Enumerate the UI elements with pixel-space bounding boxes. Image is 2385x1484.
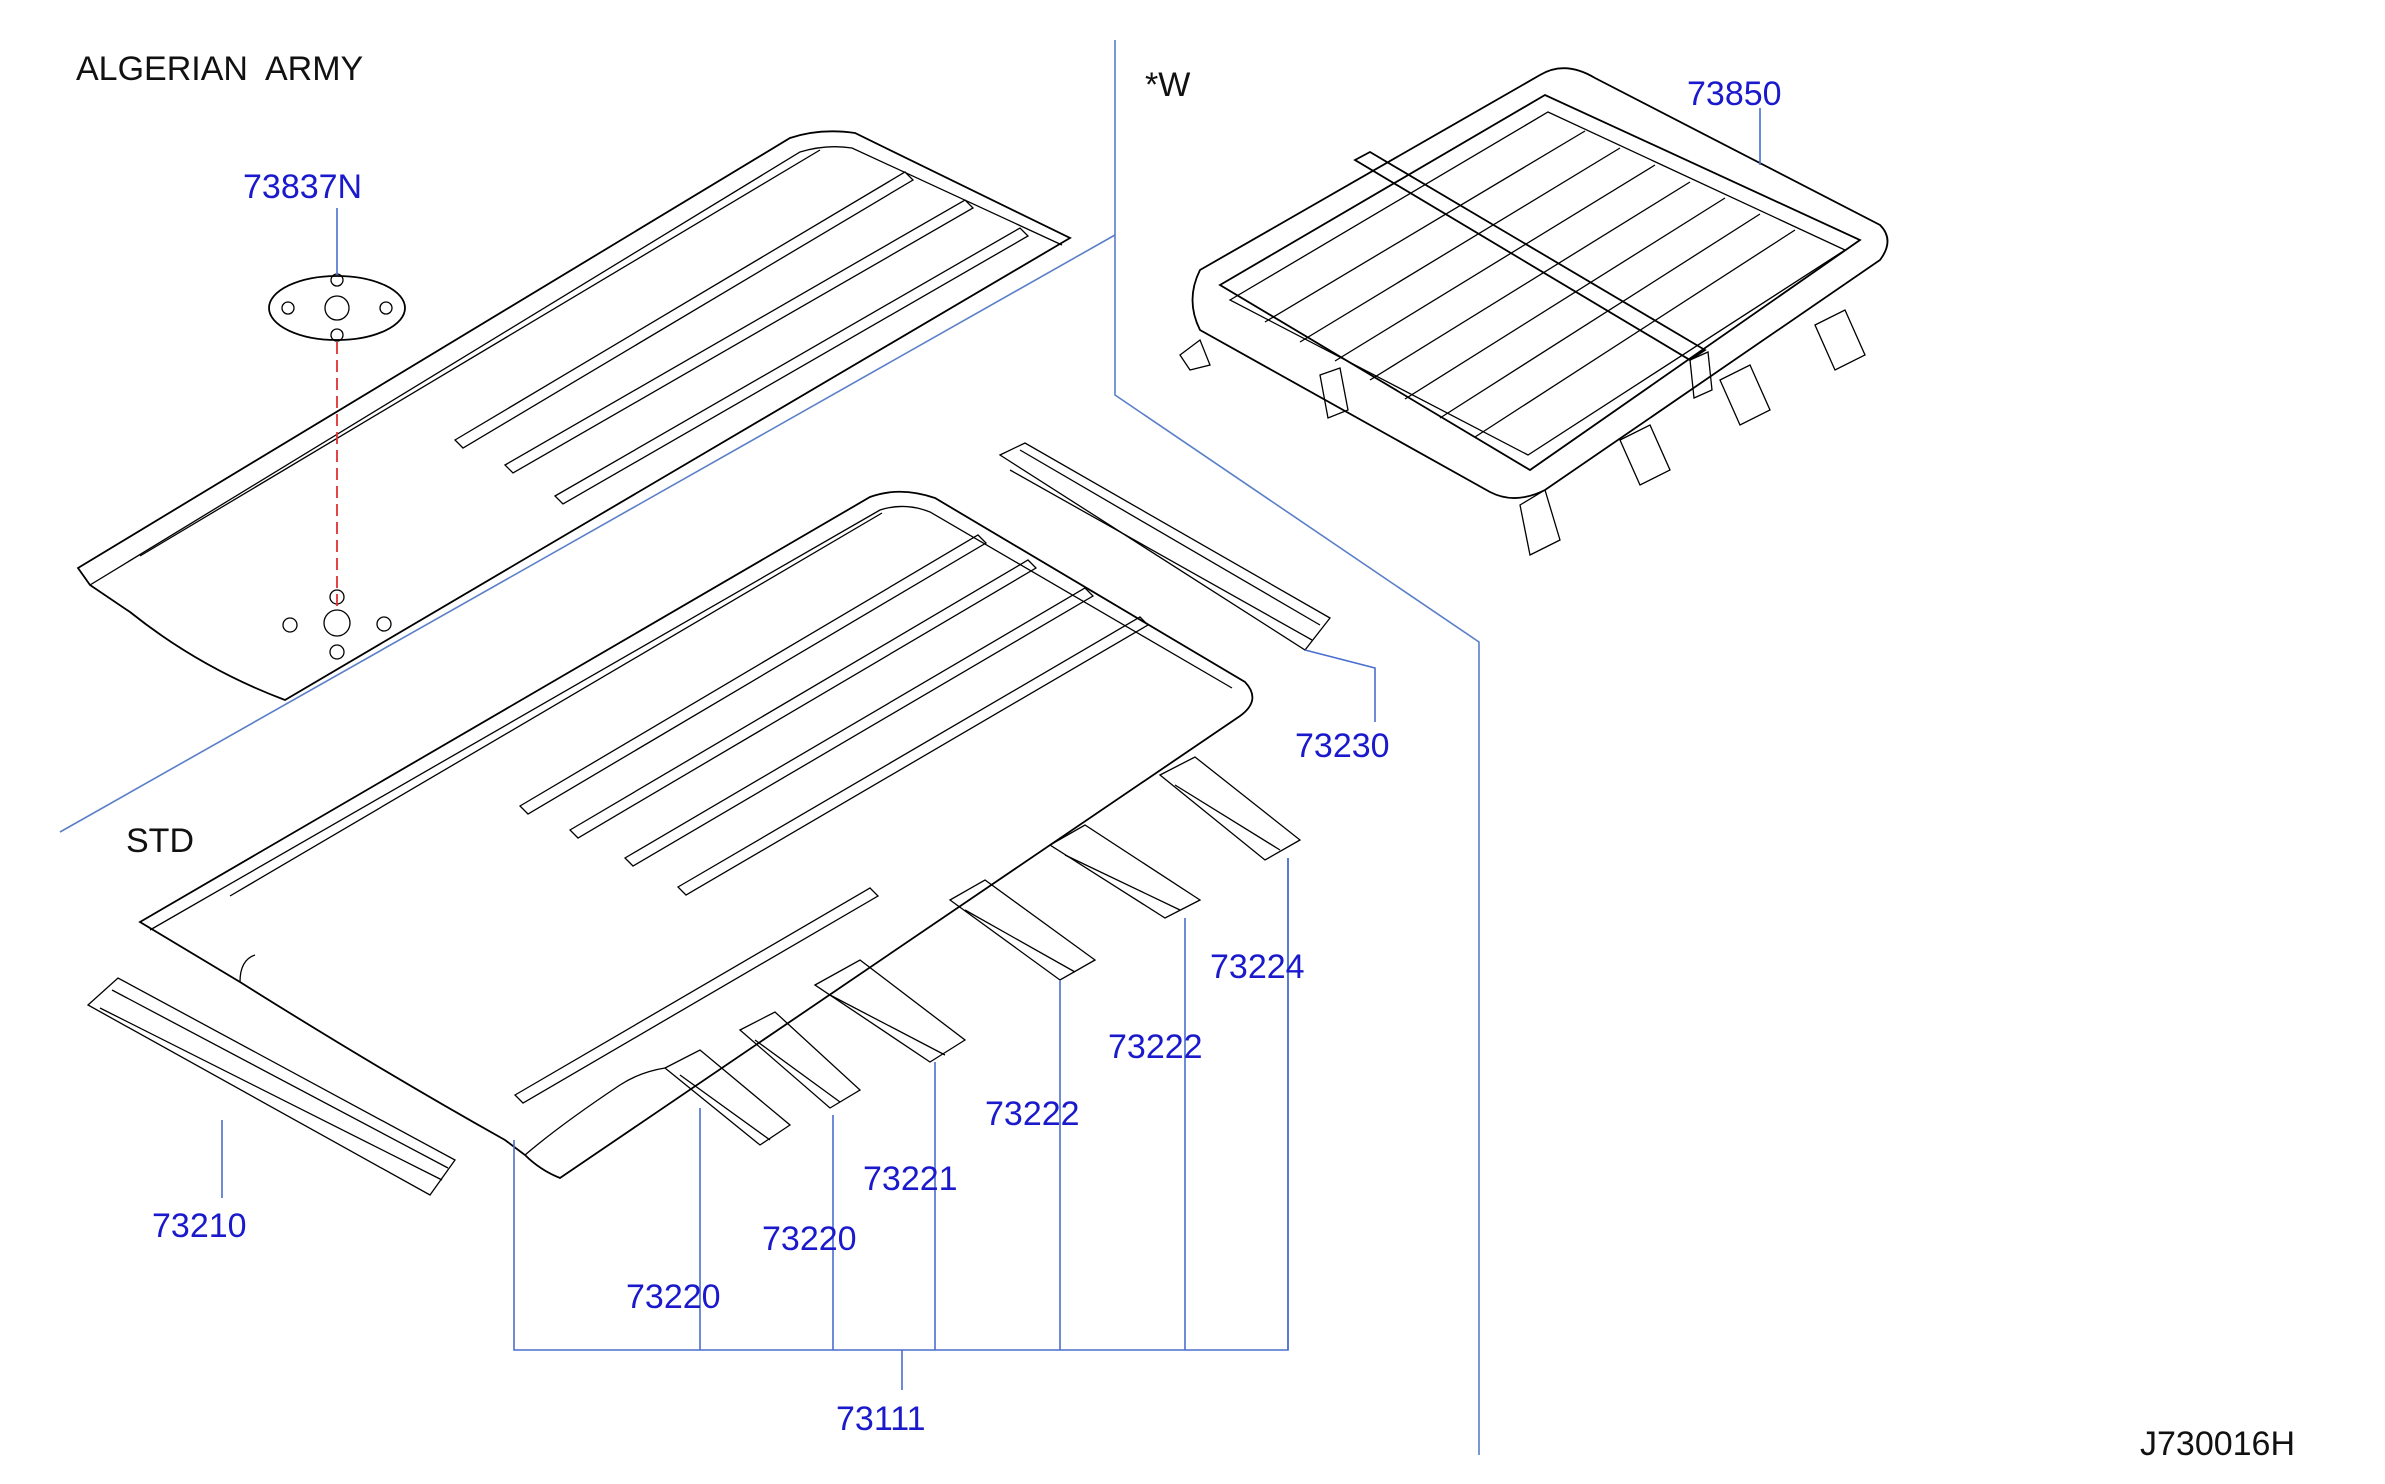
std-roof-panel xyxy=(138,490,1254,1180)
army-roof-panel xyxy=(76,130,1072,701)
roof-bows xyxy=(663,756,1302,1146)
part-label-rear-bow[interactable]: 73230 xyxy=(1295,727,1390,765)
wagon-variant-note: *W xyxy=(1145,66,1190,104)
roof-rack xyxy=(1179,67,1889,556)
part-label-bow-d[interactable]: 73222 xyxy=(985,1095,1080,1133)
part-label-roof-rack[interactable]: 73850 xyxy=(1687,75,1782,113)
part-label-bow-b[interactable]: 73220 xyxy=(762,1220,857,1258)
part-label-roof-assembly[interactable]: 73111 xyxy=(836,1400,926,1438)
std-variant-note: STD xyxy=(126,822,194,860)
rear-bow xyxy=(998,442,1331,651)
drawing-id: J730016H xyxy=(2140,1425,2295,1463)
army-variant-note: ALGERIAN ARMY xyxy=(76,50,363,88)
front-bow xyxy=(86,977,456,1196)
part-label-bow-c[interactable]: 73221 xyxy=(863,1160,958,1198)
leader-lines xyxy=(221,649,1376,1390)
part-label-bow-a[interactable]: 73220 xyxy=(626,1278,721,1316)
part-label-bow-e[interactable]: 73222 xyxy=(1108,1028,1203,1066)
part-label-bow-f[interactable]: 73224 xyxy=(1210,948,1305,986)
part-label-front-bow[interactable]: 73210 xyxy=(152,1207,247,1245)
part-label-patch[interactable]: 73837N xyxy=(243,168,362,206)
section-dividers xyxy=(59,40,1480,1455)
patch-plate xyxy=(268,273,406,342)
